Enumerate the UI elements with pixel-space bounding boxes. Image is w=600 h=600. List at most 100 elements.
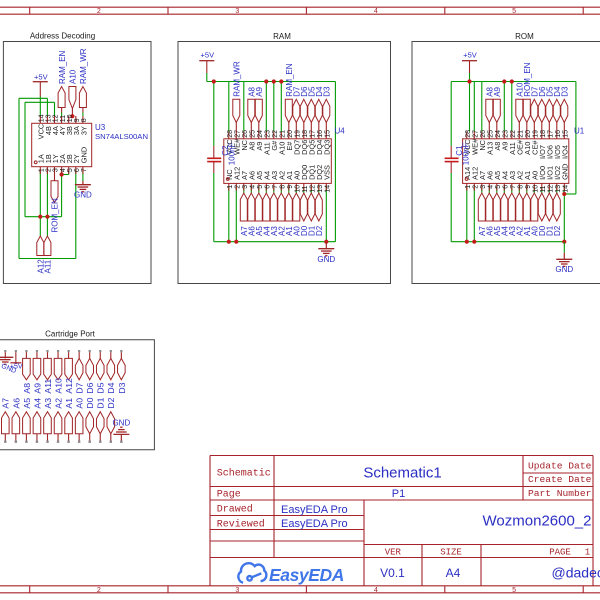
svg-text:Drawed: Drawed [217, 504, 253, 516]
svg-text:D4: D4 [106, 382, 116, 393]
svg-text:DQ2: DQ2 [315, 165, 324, 180]
svg-text:27: 27 [473, 130, 480, 138]
svg-text:1: 1 [227, 185, 234, 189]
svg-text:9: 9 [525, 185, 532, 189]
svg-text:NC: NC [225, 169, 234, 180]
svg-text:I/O5: I/O5 [553, 145, 562, 159]
svg-text:D1: D1 [96, 397, 106, 408]
svg-text:A10: A10 [523, 142, 532, 155]
svg-text:24: 24 [495, 130, 502, 138]
svg-text:4: 4 [488, 185, 495, 189]
svg-text:A12: A12 [64, 378, 74, 394]
svg-text:19: 19 [295, 130, 302, 138]
svg-text:DQ0: DQ0 [300, 165, 309, 180]
svg-text:A11: A11 [43, 379, 53, 394]
svg-text:13: 13 [317, 185, 324, 193]
svg-text:A5: A5 [255, 171, 264, 180]
svg-text:DQ6: DQ6 [300, 140, 309, 155]
svg-text:GND: GND [317, 255, 335, 264]
svg-text:SN74ALS00AN: SN74ALS00AN [95, 132, 148, 141]
svg-text:Reviewed: Reviewed [217, 519, 265, 531]
svg-text:Create Date: Create Date [528, 474, 592, 485]
svg-text:5: 5 [512, 587, 516, 595]
svg-text:RAM_WR: RAM_WR [233, 61, 242, 97]
svg-text:A1: A1 [523, 171, 532, 180]
svg-text:14: 14 [39, 114, 46, 122]
svg-text:4: 4 [374, 587, 378, 595]
svg-text:14: 14 [325, 185, 332, 193]
svg-text:A0: A0 [531, 171, 540, 180]
svg-text:D2: D2 [315, 225, 324, 236]
svg-text:9: 9 [74, 118, 81, 122]
svg-text:C1: C1 [455, 145, 464, 156]
svg-text:EasyEDA Pro: EasyEDA Pro [281, 504, 348, 516]
svg-text:19: 19 [533, 130, 540, 138]
svg-text:NC: NC [478, 139, 487, 150]
svg-text:A2: A2 [516, 171, 525, 180]
svg-text:A1: A1 [64, 398, 74, 409]
svg-text:20: 20 [287, 130, 294, 138]
svg-text:A9: A9 [501, 142, 510, 151]
svg-text:6: 6 [74, 168, 81, 172]
svg-text:A4: A4 [501, 171, 510, 180]
svg-text:4: 4 [60, 168, 67, 172]
svg-text:I/O0: I/O0 [538, 166, 547, 180]
svg-text:A6: A6 [486, 226, 495, 236]
svg-text:G#: G# [270, 140, 279, 151]
svg-text:D1: D1 [308, 225, 317, 236]
svg-text:D5: D5 [96, 382, 106, 393]
svg-text:@dadecoco: @dadecoco [552, 565, 600, 581]
svg-text:A8: A8 [493, 142, 502, 151]
svg-text:A3: A3 [270, 226, 279, 236]
svg-text:17: 17 [310, 130, 317, 138]
svg-text:7: 7 [272, 185, 279, 189]
svg-text:14: 14 [563, 185, 570, 193]
svg-text:D0: D0 [538, 225, 547, 236]
svg-text:17: 17 [548, 130, 555, 138]
svg-text:A9: A9 [32, 383, 42, 394]
svg-text:A3: A3 [43, 398, 53, 409]
svg-text:A11: A11 [263, 142, 272, 155]
svg-text:A1: A1 [285, 226, 294, 236]
svg-text:ROM_EN: ROM_EN [51, 198, 60, 232]
svg-text:3: 3 [53, 168, 60, 172]
svg-text:2Y: 2Y [72, 154, 81, 163]
svg-text:VCC: VCC [463, 139, 472, 155]
svg-text:D6: D6 [300, 86, 309, 97]
svg-text:A7: A7 [240, 226, 249, 236]
svg-text:100nF: 100nF [228, 142, 237, 165]
svg-text:A0: A0 [293, 171, 302, 180]
svg-text:A4: A4 [263, 226, 272, 236]
svg-text:18: 18 [540, 130, 547, 138]
svg-text:1B: 1B [44, 154, 53, 163]
svg-text:D3: D3 [561, 86, 570, 97]
svg-text:A1: A1 [285, 171, 294, 180]
svg-text:EasyEDA: EasyEDA [269, 565, 344, 585]
svg-text:A3: A3 [270, 171, 279, 180]
svg-text:I/O1: I/O1 [546, 166, 555, 180]
svg-text:26: 26 [480, 130, 487, 138]
svg-text:D7: D7 [293, 86, 302, 97]
svg-text:21: 21 [518, 130, 525, 138]
svg-text:4B: 4B [44, 126, 53, 135]
svg-text:8: 8 [81, 118, 88, 122]
svg-text:D6: D6 [538, 86, 547, 97]
svg-text:A5: A5 [22, 398, 32, 409]
svg-text:A2: A2 [278, 226, 287, 236]
svg-text:Schematic1: Schematic1 [363, 464, 441, 481]
svg-text:VCC: VCC [225, 139, 234, 155]
svg-text:16: 16 [317, 130, 324, 138]
svg-text:11: 11 [540, 185, 547, 192]
svg-text:D3: D3 [323, 86, 332, 97]
svg-text:10: 10 [295, 185, 302, 193]
svg-text:25: 25 [488, 130, 495, 138]
svg-text:E#: E# [285, 141, 294, 151]
svg-text:A12: A12 [471, 167, 480, 180]
svg-text:Wozmon2600_2: Wozmon2600_2 [483, 512, 592, 529]
svg-text:5: 5 [512, 8, 516, 16]
svg-text:3A: 3A [72, 126, 81, 135]
svg-text:A8: A8 [248, 142, 257, 151]
svg-text:2A: 2A [58, 154, 67, 163]
svg-text:20: 20 [525, 130, 532, 138]
svg-text:10: 10 [67, 114, 74, 122]
